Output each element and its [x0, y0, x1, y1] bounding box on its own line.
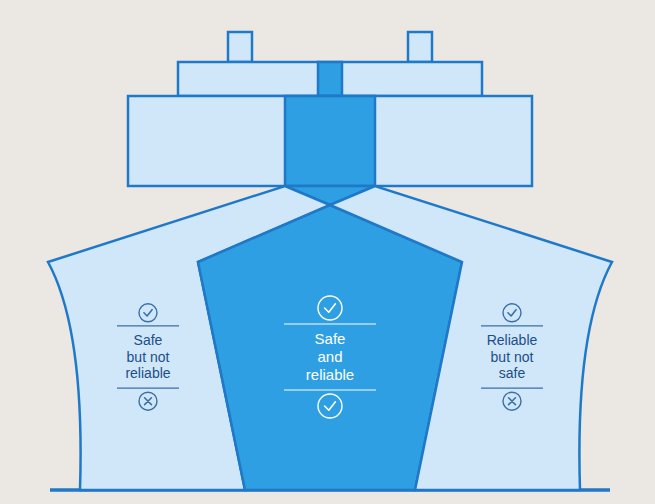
divider-line — [117, 325, 179, 326]
cross-icon — [139, 392, 157, 410]
hull-label: Safe and reliable — [304, 330, 356, 384]
check-icon — [318, 296, 342, 320]
divider-line — [284, 323, 376, 324]
funnel — [408, 32, 432, 62]
deck-stripe — [318, 62, 342, 96]
hull-label: Safe but not reliable — [123, 332, 173, 382]
hull-label: Reliable but not safe — [486, 332, 539, 382]
hull-outline — [330, 186, 612, 490]
divider-line — [284, 389, 376, 390]
divider-line — [117, 388, 179, 389]
hull-shape — [198, 205, 462, 490]
deck-stripe — [285, 96, 375, 186]
cross-icon — [503, 392, 521, 410]
check-icon — [503, 304, 521, 322]
check-icon — [318, 394, 342, 418]
check-icon — [139, 304, 157, 322]
hull-section: Reliable but not safe — [330, 186, 612, 490]
hull-section: Safe and reliable — [198, 205, 462, 490]
hull-shape — [330, 186, 612, 490]
lower-deck — [128, 96, 532, 186]
hull-outline — [198, 205, 462, 490]
divider-line — [481, 388, 543, 389]
divider-line — [481, 325, 543, 326]
upper-deck — [178, 62, 482, 96]
funnel — [228, 32, 252, 62]
